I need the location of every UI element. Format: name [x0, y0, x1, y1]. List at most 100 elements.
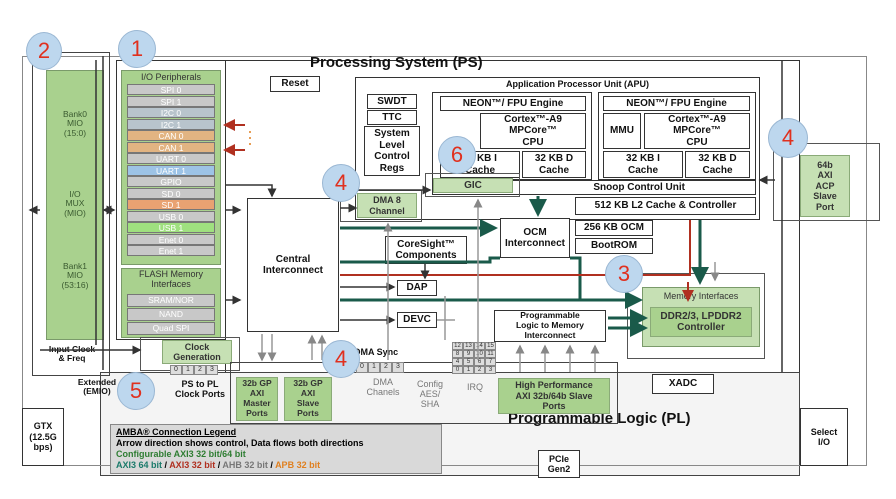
devc-block: DEVC: [397, 312, 437, 328]
dma-channels-label: DMA Chanels: [366, 377, 400, 397]
gp-master-ports: 32b GP AXI Master Ports: [236, 377, 278, 421]
legend-sep: /: [267, 460, 276, 470]
io-peripheral-item: CAN 1: [127, 141, 215, 153]
cpu1: Cortex™-A9 MPCore™ CPU: [644, 113, 750, 149]
ps-pl-clock-label: PS to PL Clock Ports: [174, 379, 225, 399]
irq-number: 8: [452, 350, 463, 358]
io-peripheral-item: UART 0: [127, 153, 215, 164]
mio-mux: [46, 70, 104, 340]
legend-title: AMBA® Connection Legend: [116, 427, 237, 437]
mmu1: MMU: [603, 113, 641, 149]
io-peripheral-item: UART 1: [127, 164, 215, 176]
irq-number: 12: [452, 342, 463, 350]
bubble-5: 5: [117, 372, 155, 410]
irq-number: 11: [485, 350, 496, 358]
dma-sync-number: 1: [368, 362, 380, 373]
mio-bank1: Bank1 MIO (53:16): [61, 261, 89, 290]
acp-port: 64b AXI ACP Slave Port: [800, 155, 850, 217]
irq-number: 0: [452, 366, 463, 374]
cpu0: Cortex™-A9 MPCore™ CPU: [480, 113, 586, 149]
icache1: 32 KB I Cache: [603, 151, 683, 178]
flash-title: FLASH Memory Interfaces: [138, 269, 203, 289]
irq-number: 7: [485, 358, 496, 366]
outer-frame: [22, 56, 867, 466]
config-aes-label: Config AES/ SHA: [416, 379, 443, 409]
pcie-block: PCIe Gen2: [538, 450, 580, 478]
pl-ports-frame: [230, 362, 618, 424]
gp-slave-ports: 32b GP AXI Slave Ports: [284, 377, 332, 421]
io-peripheral-item: USB 1: [127, 222, 215, 233]
xadc-block: XADC: [652, 374, 714, 394]
io-peripheral-item: GPIO: [127, 176, 215, 187]
io-peripheral-item: I2C 1: [127, 118, 215, 130]
legend-axi64: AXI3 64 bit: [116, 460, 163, 470]
irq-number: 14: [474, 342, 485, 350]
legend-line3: AXI3 64 bit / AXI3 32 bit / AHB 32 bit /…: [116, 460, 436, 471]
io-peripherals-title: I/O Peripherals: [140, 72, 202, 82]
ocm-256: 256 KB OCM: [575, 220, 653, 236]
dcache0: 32 KB D Cache: [522, 151, 586, 178]
ttc-block: TTC: [367, 110, 417, 125]
io-peripheral-item: SPI 1: [127, 95, 215, 107]
irq-number: 5: [463, 358, 474, 366]
flash-item-sram: SRAM/NOR: [127, 294, 215, 307]
gtx-block: GTX (12.5G bps): [22, 408, 64, 466]
neon0: NEON™/ FPU Engine: [440, 96, 586, 111]
io-peripheral-item: SD 0: [127, 187, 215, 199]
irq-number: 2: [474, 366, 485, 374]
legend-ahb: AHB 32 bit: [222, 460, 268, 470]
bubble-2: 2: [26, 32, 62, 70]
irq-number: 4: [452, 358, 463, 366]
bubble-6: 6: [438, 136, 476, 174]
pl-title: Programmable Logic (PL): [508, 410, 691, 427]
reset-block: Reset: [270, 76, 320, 92]
io-peripheral-item: CAN 0: [127, 130, 215, 141]
bubble-4b: 4: [322, 164, 360, 202]
flash-item-qspi: Quad SPI: [127, 322, 215, 335]
hp-ports: High Performance AXI 32b/64b Slave Ports: [498, 378, 610, 414]
legend-line2: Configurable AXI3 32 bit/64 bit: [116, 449, 246, 459]
mio-mux-label: I/O MUX (MIO): [64, 189, 86, 218]
irq-number: 9: [463, 350, 474, 358]
axi64-lines: [340, 196, 709, 337]
gic-block: GIC: [433, 178, 513, 193]
neon1: NEON™/ FPU Engine: [603, 96, 750, 111]
irq-number: 13: [463, 342, 474, 350]
io-peripheral-item: SPI 0: [127, 84, 215, 95]
gray-lines: [257, 198, 720, 372]
gic-frame: [425, 173, 520, 197]
io-peripheral-item: Enet 0: [127, 233, 215, 245]
irq-number: 1: [463, 366, 474, 374]
clock-generation: Clock Generation: [162, 340, 232, 364]
irq-number: 3: [485, 366, 496, 374]
legend-axi32: AXI3 32 bit: [169, 460, 216, 470]
bootrom: BootROM: [575, 238, 653, 254]
bubble-4a: 4: [768, 118, 808, 158]
clock-port-number: 3: [206, 365, 218, 375]
l2-block: 512 KB L2 Cache & Controller: [575, 197, 756, 215]
irq-number: 10: [474, 350, 485, 358]
pl-memory-interconnect: Programmable Logic to Memory Interconnec…: [494, 310, 606, 342]
dma-sync-number: 2: [380, 362, 392, 373]
select-io-block: Select I/O: [800, 408, 848, 466]
ps-title: Processing System (PS): [310, 54, 483, 71]
io-peripheral-item: USB 0: [127, 210, 215, 222]
orange-dots: [249, 131, 251, 145]
irq-number: 15: [485, 342, 496, 350]
input-clock-label: Input Clock & Freq: [48, 344, 96, 364]
legend-line1: Arrow direction shows control, Data flow…: [116, 438, 364, 448]
bubble-4c: 4: [322, 340, 360, 378]
ddr-controller: DDR2/3, LPDDR2 Controller: [650, 307, 752, 337]
dcache1: 32 KB D Cache: [685, 151, 750, 178]
extended-emio-label: Extended (EMIO): [77, 377, 117, 397]
io-peripherals-frame: [116, 60, 226, 340]
memory-interfaces-title: Memory Interfaces: [663, 291, 739, 301]
apu-title: Application Processor Unit (APU): [505, 79, 649, 89]
ctrl-lines: [28, 56, 783, 372]
legend-sep: /: [215, 460, 223, 470]
dma8-block: DMA 8 Channel: [357, 193, 417, 218]
clock-port-number: 0: [170, 365, 182, 375]
ocm-interconnect: OCM Interconnect: [500, 218, 570, 258]
